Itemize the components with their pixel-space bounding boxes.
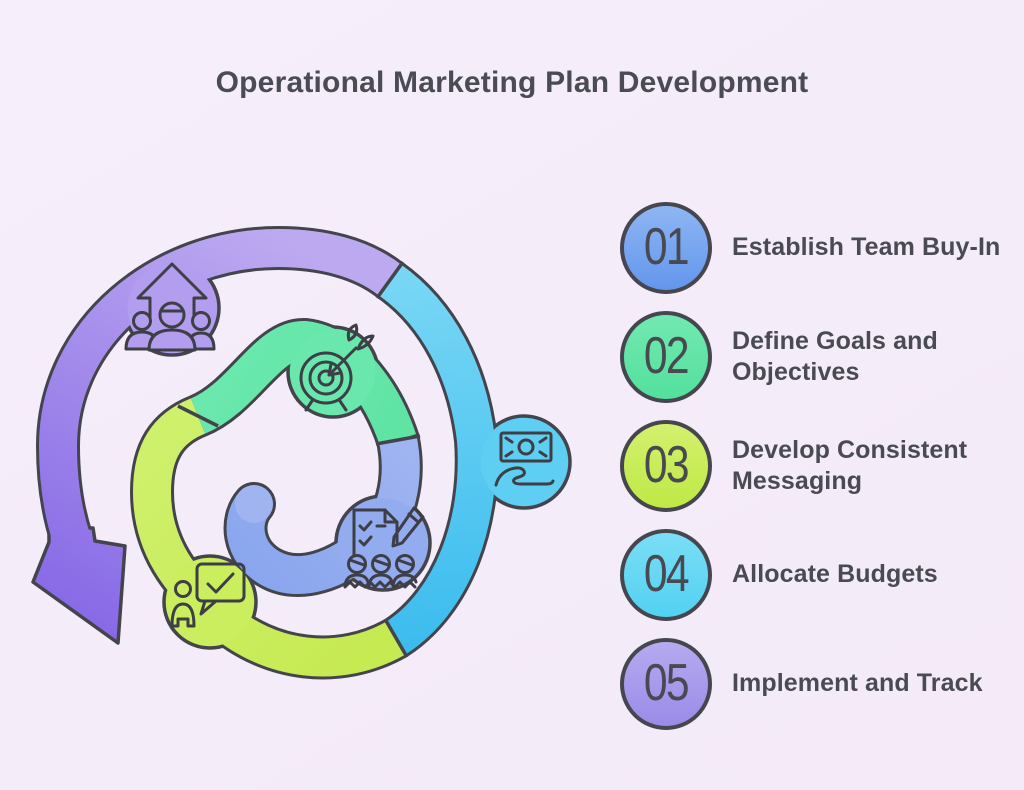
step-item-3: 03 Develop Consistent Messaging (620, 420, 1010, 512)
step-number-circle: 01 (620, 202, 712, 294)
speech-check-icon (170, 562, 246, 628)
spiral-svg (31, 225, 572, 680)
step-label: Develop Consistent Messaging (732, 435, 968, 495)
step-label: Implement and Track (732, 669, 983, 698)
step-item-2: 02 Define Goals and Objectives (620, 311, 1010, 403)
step-number: 05 (643, 654, 690, 712)
checklist-team-icon (343, 506, 425, 589)
segment-periwinkle (226, 436, 420, 594)
step-number-circle: 04 (620, 529, 712, 621)
spiral-inner-endcap (235, 485, 273, 523)
step-number-circle: 05 (620, 638, 712, 730)
step-number-circle: 02 (620, 311, 712, 403)
step-label: Allocate Budgets (732, 560, 938, 589)
step-number: 02 (643, 327, 690, 385)
segment-green (189, 321, 417, 447)
step-item-5: 05 Implement and Track (620, 638, 1010, 730)
step-number-circle: 03 (620, 420, 712, 512)
spiral-diagram (0, 190, 600, 770)
step-number: 03 (643, 436, 690, 494)
step-number: 01 (643, 218, 690, 276)
spiral-arrowhead (31, 526, 127, 645)
step-list: 01 Establish Team Buy-In 02 Define Goals… (620, 202, 1010, 747)
team-growth-icon (124, 262, 216, 352)
step-label: Define Goals and Objectives (732, 326, 938, 386)
step-label: Establish Team Buy-In (732, 233, 1001, 262)
step-item-1: 01 Establish Team Buy-In (620, 202, 1010, 294)
page-title: Operational Marketing Plan Development (215, 66, 809, 99)
step-number: 04 (643, 545, 690, 603)
step-item-4: 04 Allocate Budgets (620, 529, 1010, 621)
segment-dividers (177, 260, 421, 658)
segment-cyan (378, 264, 496, 654)
money-hand-icon (494, 431, 555, 487)
target-icon (299, 323, 375, 412)
